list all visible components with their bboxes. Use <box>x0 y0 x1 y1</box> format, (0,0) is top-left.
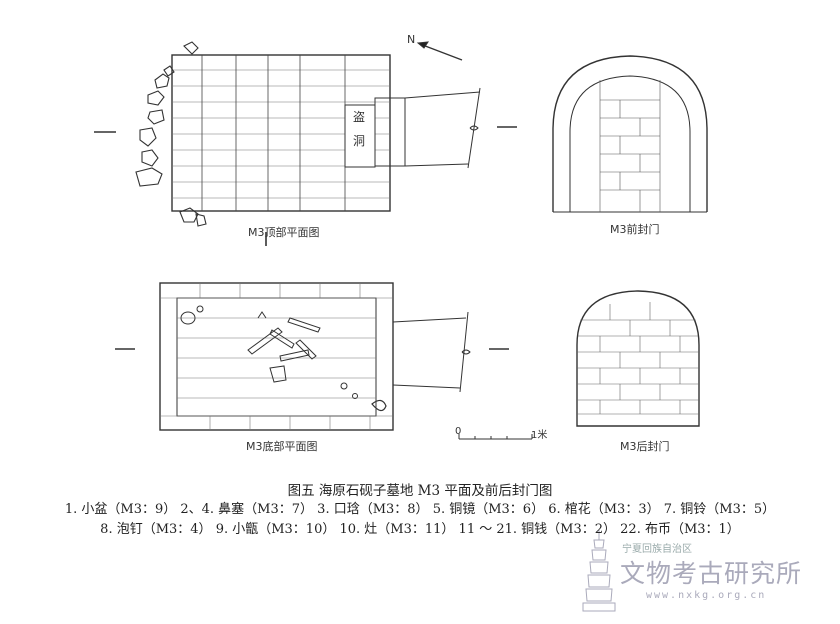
bottom-plan-label: M3底部平面图 <box>246 440 318 453</box>
scale-zero: 0 <box>455 426 462 437</box>
figure-caption-line2: 8. 泡钉（M3：4） 9. 小甑（M3：10） 10. 灶（M3：11） 11… <box>100 522 740 537</box>
figure-caption-title: 图五 海原石砚子墓地 M3 平面及前后封门图 <box>287 483 553 499</box>
north-label: N <box>407 33 416 46</box>
watermark-org-small: 宁夏回族自治区 <box>622 544 692 555</box>
figure-caption-line1: 1. 小盆（M3：9） 2、4. 鼻塞（M3：7） 3. 口琀（M3：8） 5.… <box>64 502 776 517</box>
top-plan-label: M3顶部平面图 <box>248 226 320 239</box>
watermark-org-main: 文物考古研究所 <box>620 559 803 588</box>
front-door-drawing <box>552 55 708 213</box>
figure-drawing <box>94 41 708 440</box>
robbery-hole-label-2: 洞 <box>353 134 366 148</box>
top-plan-drawing <box>94 41 517 246</box>
bottom-plan-drawing <box>115 282 533 440</box>
back-door-label: M3后封门 <box>620 440 670 453</box>
robbery-hole-label-1: 盗 <box>353 110 366 124</box>
scale-one: 1米 <box>531 430 548 441</box>
watermark-url: www.nxkg.org.cn <box>646 590 767 601</box>
back-door-drawing <box>576 290 700 427</box>
front-door-label: M3前封门 <box>610 223 660 236</box>
